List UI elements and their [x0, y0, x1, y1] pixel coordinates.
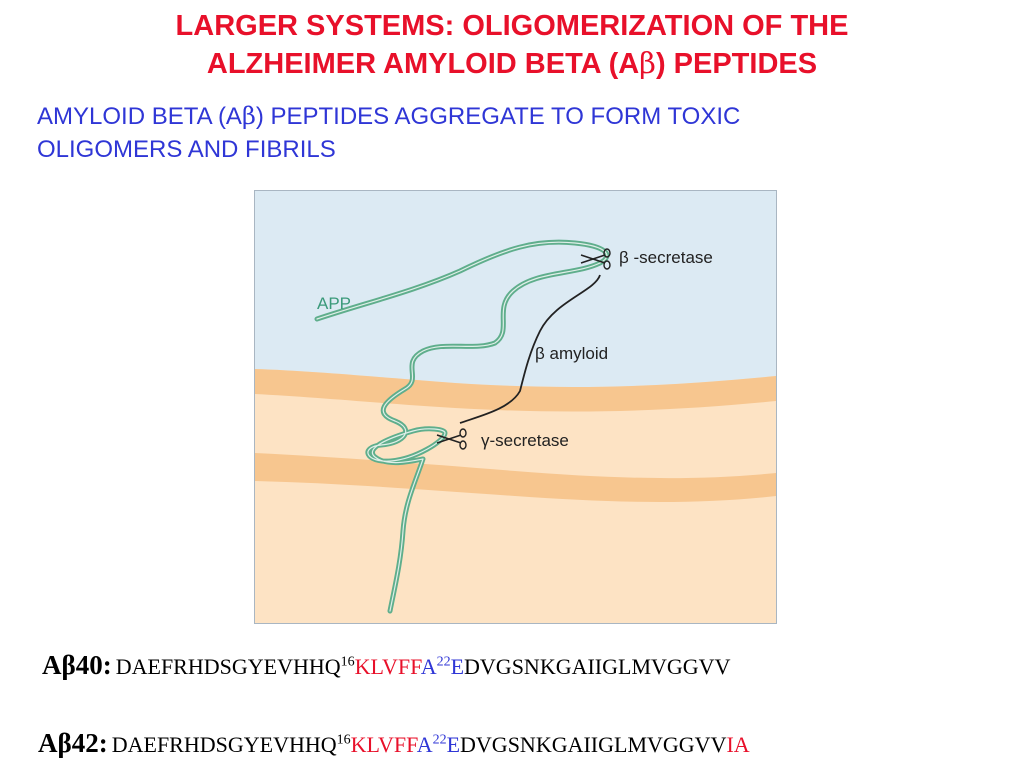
title-line-2: ALZHEIMER AMYLOID BETA (Aβ) PEPTIDES [0, 45, 1024, 83]
abeta42-sequence: Aβ42: DAEFRHDSGYEVHHQ16KLVFFA22EDVGSNKGA… [38, 728, 750, 759]
abeta40-colon: : [102, 650, 112, 680]
title-line-2-suffix: ) PEPTIDES [655, 48, 818, 80]
abeta40-sup-16: 16 [340, 654, 355, 670]
gamma-secretase-label: γ-secretase [481, 431, 569, 450]
abeta42-klvff: KLVFF [350, 732, 417, 757]
gamma-secretase-scissors-icon [436, 428, 467, 450]
subtitle-line-1-suffix: ) PEPTIDES AGGREGATE TO FORM TOXIC [255, 103, 741, 130]
abeta40-seg-1: DAEFRHDSGYEVHHQ [115, 654, 341, 679]
abeta42-sup-16: 16 [336, 732, 351, 748]
app-diagram-svg: APP β -secretase β amyloid γ-secretase [255, 191, 776, 623]
abeta40-a21: A [420, 654, 437, 679]
title-line-2-prefix: ALZHEIMER AMYLOID BETA (A [206, 48, 640, 80]
abeta42-ia-tail: IA [726, 732, 750, 757]
subtitle-beta-symbol: β [241, 102, 256, 130]
slide-subtitle: AMYLOID BETA (Aβ) PEPTIDES AGGREGATE TO … [37, 100, 937, 166]
subtitle-line-1: AMYLOID BETA (Aβ) PEPTIDES AGGREGATE TO … [37, 100, 937, 133]
abeta42-seg-rest: DVGSNKGAIIGLMVGGVV [460, 732, 727, 757]
app-cleavage-diagram: APP β -secretase β amyloid γ-secretase [254, 190, 777, 624]
subtitle-line-2: OLIGOMERS AND FIBRILS [37, 136, 336, 163]
abeta42-colon: : [98, 728, 108, 758]
abeta42-name: Aβ42 [38, 728, 99, 758]
abeta40-name: Aβ40 [42, 650, 103, 680]
abeta42-seg-1: DAEFRHDSGYEVHHQ [111, 732, 337, 757]
abeta42-sup-22: 22 [432, 732, 447, 748]
beta-amyloid-bracket [459, 274, 601, 424]
app-protein-chain [314, 239, 610, 614]
title-line-1: LARGER SYSTEMS: OLIGOMERIZATION OF THE [175, 10, 849, 42]
title-beta-symbol: β [639, 46, 656, 80]
beta-amyloid-label: β amyloid [535, 344, 608, 363]
abeta40-sup-22: 22 [436, 654, 451, 670]
abeta40-seg-rest: DVGSNKGAIIGLMVGGVV [464, 654, 731, 679]
abeta40-sequence: Aβ40: DAEFRHDSGYEVHHQ16KLVFFA22EDVGSNKGA… [42, 650, 730, 681]
membrane-lower-band [255, 453, 776, 503]
abeta42-e22: E [446, 732, 461, 757]
abeta40-e22: E [450, 654, 465, 679]
app-label: APP [317, 294, 351, 313]
subtitle-line-1-prefix: AMYLOID BETA (A [37, 103, 242, 130]
abeta40-klvff: KLVFF [354, 654, 421, 679]
abeta42-a21: A [416, 732, 433, 757]
abeta42-residues: DAEFRHDSGYEVHHQ16KLVFFA22EDVGSNKGAIIGLMV… [112, 732, 750, 757]
abeta40-residues: DAEFRHDSGYEVHHQ16KLVFFA22EDVGSNKGAIIGLMV… [116, 654, 731, 679]
slide-title: LARGER SYSTEMS: OLIGOMERIZATION OF THE A… [0, 8, 1024, 83]
beta-secretase-label: β -secretase [619, 248, 713, 267]
beta-secretase-scissors-icon [580, 248, 611, 270]
